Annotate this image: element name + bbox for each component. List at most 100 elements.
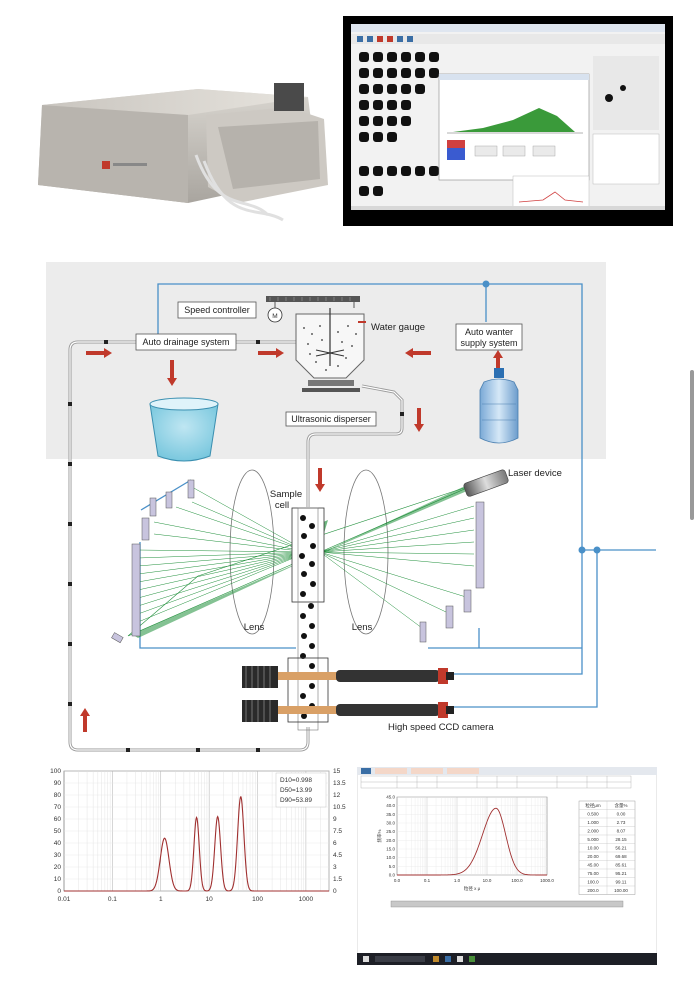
report-x-tick: 1000.0 (540, 878, 554, 883)
report-table-cell: 85.61 (615, 863, 627, 868)
ccd-camera-top (242, 666, 454, 688)
speed-controller-box (177, 301, 257, 319)
flow-arrows (80, 348, 503, 732)
drain-bucket (149, 397, 219, 462)
lens-left-label: Lens (244, 622, 265, 633)
report-y-tick: 40.0 (386, 803, 395, 808)
x-tick-label: 1 (159, 896, 163, 903)
report-table-cell: 69.68 (615, 854, 627, 859)
stats-annotation: D50=13.99 (280, 787, 312, 794)
report-table-cell: 5.000 (587, 837, 599, 842)
report-y-label: 频率% (376, 829, 383, 842)
report-y-tick: 45.0 (386, 795, 395, 800)
report-table-cell: 200.0 (587, 888, 599, 893)
report-table-cell: 95.21 (615, 871, 627, 876)
report-x-tick: 0.0 (394, 878, 401, 883)
x-tick-label: 100 (252, 896, 263, 903)
auto-drainage-label: Auto drainage system (142, 337, 229, 347)
y-right-tick-label: 7.5 (333, 828, 342, 835)
report-table-cell: 100.00 (614, 888, 628, 893)
x-tick-label: 0.1 (108, 896, 117, 903)
report-table-cell: 99.11 (616, 880, 627, 885)
report-table-cell: 10.00 (587, 846, 599, 851)
report-x-tick: 100.0 (511, 878, 523, 883)
y-right-tick-label: 3 (333, 864, 337, 871)
auto-supply-line1: Auto wanter (465, 327, 513, 337)
y-tick-label: 70 (54, 804, 62, 811)
measurement-system-diagram: Speed controller M Water gauge Auto drai… (46, 262, 656, 752)
y-right-tick-label: 15 (333, 768, 341, 775)
report-table-cell: 1.000 (587, 820, 599, 825)
report-x-tick: 0.1 (424, 878, 431, 883)
report-table-cell: 100.0 (587, 880, 599, 885)
report-y-tick: 5.0 (389, 864, 396, 869)
ccd-label: High speed CCD camera (388, 722, 494, 733)
y-tick-label: 100 (50, 768, 61, 775)
scattered-rays (137, 486, 475, 629)
stats-box (275, 772, 327, 808)
report-table-header: 含量% (614, 802, 627, 809)
y-right-tick-label: 10.5 (333, 804, 346, 811)
water-bottle (479, 368, 519, 444)
report-table-cell: 20.00 (587, 854, 599, 859)
ultrasonic-label: Ultrasonic disperser (291, 414, 371, 424)
y-right-tick-label: 12 (333, 792, 341, 799)
detector-left-main (131, 543, 141, 637)
instrument-photo (28, 75, 330, 227)
laser-device (463, 469, 509, 497)
y-tick-label: 30 (54, 852, 62, 859)
y-tick-label: 40 (54, 840, 62, 847)
main-laser-beam (132, 480, 478, 638)
report-plot-area (396, 796, 548, 876)
water-gauge-label: Water gauge (371, 322, 425, 333)
y-right-tick-label: 4.5 (333, 852, 342, 859)
y-tick-label: 50 (54, 828, 62, 835)
ccd-window (287, 657, 329, 723)
report-x-label: 粒径 x μ (464, 885, 481, 892)
y-right-tick-label: 9 (333, 816, 337, 823)
stats-annotation: D10=0.998 (280, 777, 312, 784)
stats-annotation: D90=53.89 (280, 797, 312, 804)
sample-particles (299, 515, 316, 719)
x-tick-label: 1000 (299, 896, 314, 903)
report-table-cell: 8.07 (617, 829, 626, 834)
report-x-tick: 1.0 (454, 878, 461, 883)
report-table-cell: 56.21 (615, 846, 627, 851)
sample-cell-line1: Sample (270, 489, 302, 500)
y-tick-label: 60 (54, 816, 62, 823)
page-scrollbar[interactable] (690, 370, 694, 520)
detector-right-main (475, 501, 485, 589)
x-tick-label: 0.01 (58, 896, 71, 903)
report-table-cell: 0.00 (617, 812, 626, 817)
laser-label: Laser device (508, 468, 562, 479)
report-y-tick: 35.0 (386, 812, 395, 817)
y-tick-label: 90 (54, 780, 62, 787)
y-tick-label: 0 (57, 888, 61, 895)
y-right-tick-label: 13.5 (333, 780, 346, 787)
report-table-cell: 2.73 (617, 820, 626, 825)
software-screenshot (343, 16, 673, 226)
auto-supply-line2: supply system (460, 338, 517, 348)
report-y-tick: 15.0 (386, 847, 395, 852)
report-table-cell: 45.00 (587, 863, 599, 868)
lens-right (343, 469, 389, 635)
y-right-tick-label: 6 (333, 840, 337, 847)
report-table-cell: 2.000 (587, 829, 599, 834)
lens-left (229, 469, 275, 635)
y-right-tick-label: 1.5 (333, 876, 342, 883)
lens-right-label: Lens (352, 622, 373, 633)
y-tick-label: 20 (54, 864, 62, 871)
report-curve (397, 807, 547, 876)
speed-controller-label: Speed controller (184, 305, 250, 315)
motor-label: M (272, 313, 277, 320)
distribution-curve (64, 796, 329, 892)
report-x-tick: 10.0 (483, 878, 492, 883)
report-table-cell: 75.00 (587, 871, 599, 876)
detector-array (131, 479, 485, 643)
sample-cell-line2: cell (275, 500, 289, 511)
y-tick-label: 80 (54, 792, 62, 799)
report-y-tick: 25.0 (386, 829, 395, 834)
report-table-header: 粒径μm (585, 802, 601, 809)
